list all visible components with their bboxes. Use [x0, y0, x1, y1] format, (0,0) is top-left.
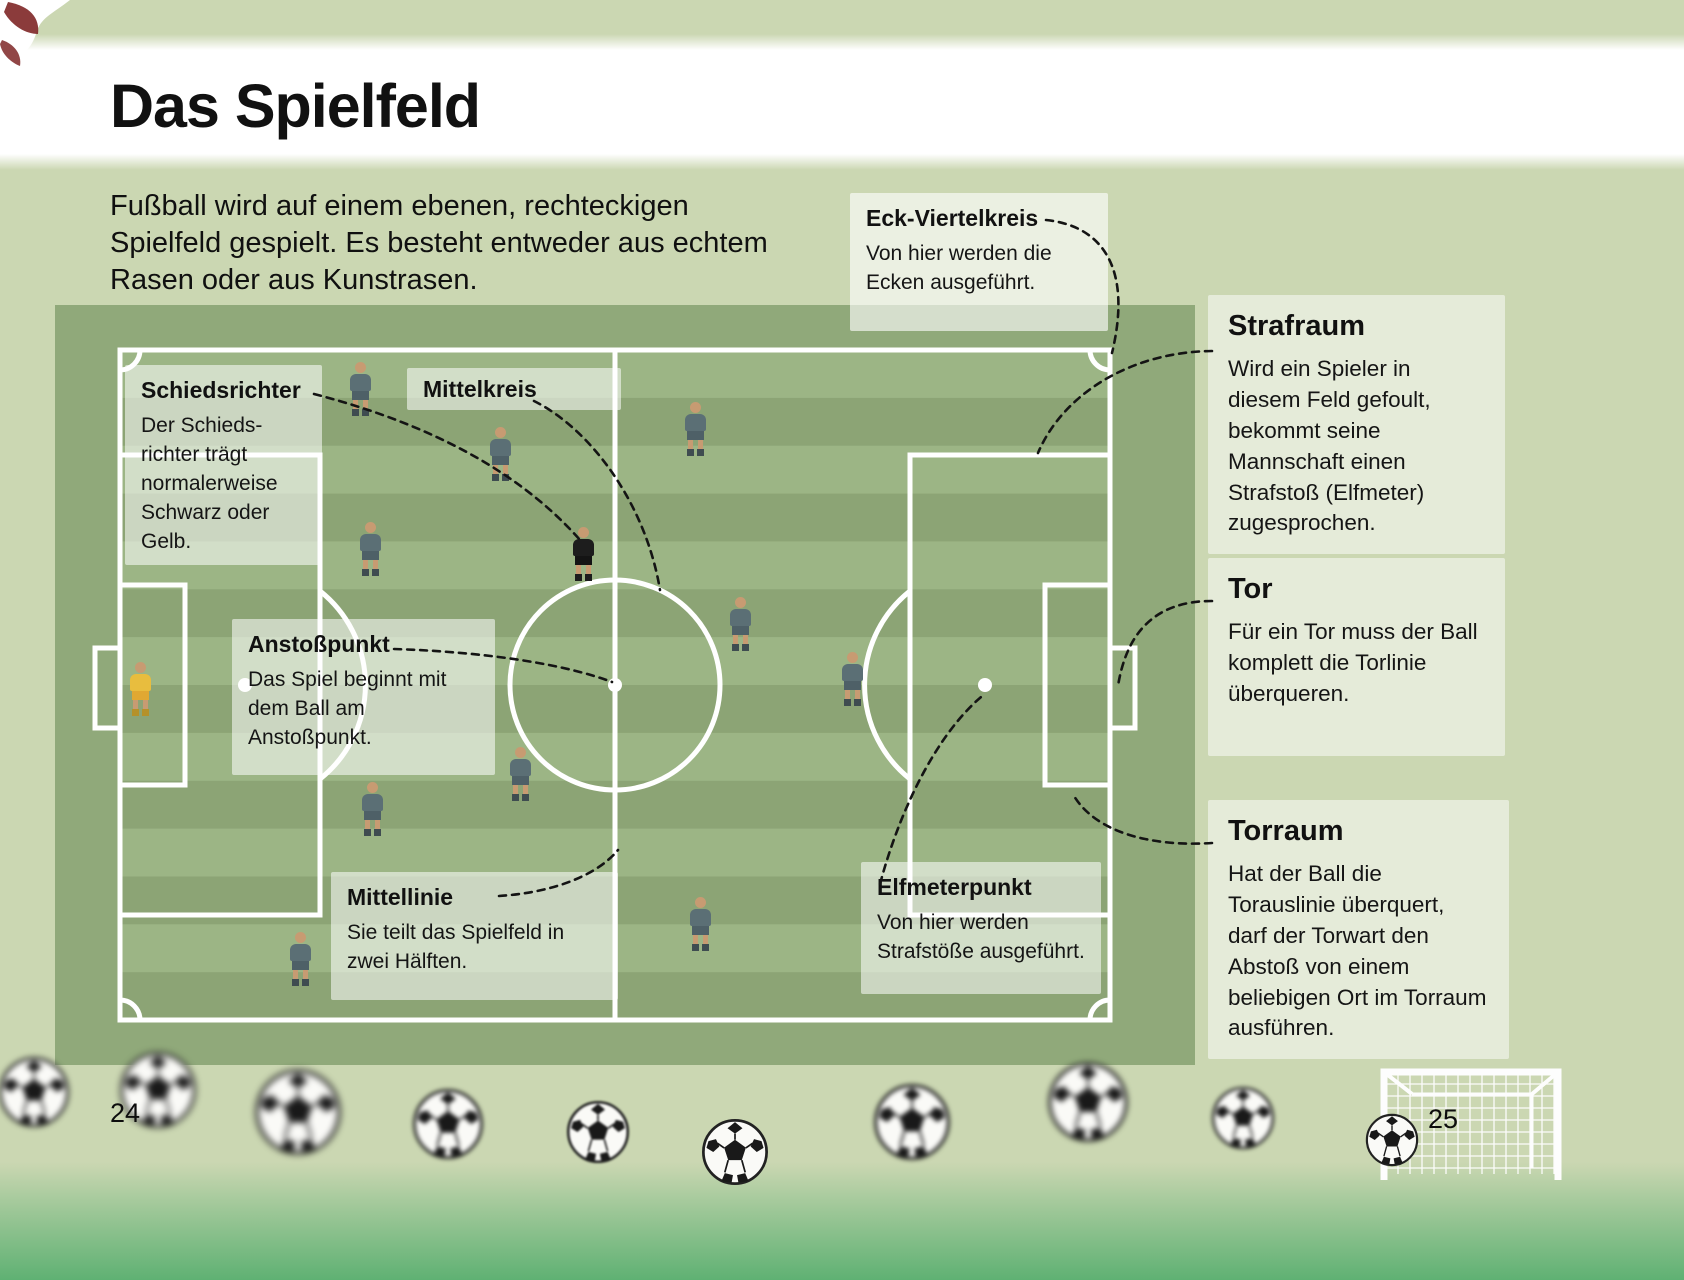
- callout-title: Tor: [1228, 573, 1273, 605]
- callout-title: Strafraum: [1228, 310, 1365, 342]
- callout-body: Für ein Tor muss der Ball komplett die T…: [1228, 619, 1478, 706]
- callout-body: Hat der Ball die Torauslinie überquert, …: [1228, 861, 1487, 1041]
- page-title: Das Spielfeld: [110, 72, 481, 140]
- callout-title: Mittellinie: [347, 884, 454, 910]
- player-figure: [287, 932, 313, 986]
- intro-text: Fußball wird auf einem ebenen, rechtecki…: [110, 190, 768, 296]
- goal-left: [92, 645, 123, 731]
- referee-figure: [570, 527, 596, 581]
- callout-body: Von hier werden die Ecken ausgeführt.: [866, 242, 1052, 295]
- corner-arc-top-left: [119, 349, 143, 373]
- player-figure: [359, 782, 385, 836]
- player-figure: [507, 747, 533, 801]
- corner-arc-bottom-left: [119, 997, 143, 1021]
- callout-body: Der Schieds-richter trägt normalerweise …: [141, 414, 278, 554]
- corner-decoration: [0, 0, 70, 66]
- corner-arc-bottom-right: [1087, 997, 1111, 1021]
- field-illustration: Schiedsrichter Der Schieds-richter trägt…: [55, 305, 1195, 1065]
- soccer-ball-icon: [412, 1088, 484, 1160]
- goal-net-icon: [1380, 1068, 1562, 1180]
- player-figure: [687, 897, 713, 951]
- callout-title: Eck-Viertelkreis: [866, 205, 1039, 231]
- callout-anstosspunkt: Anstoßpunkt Das Spiel beginnt mit dem Ba…: [232, 619, 495, 775]
- callout-strafraum: Strafraum Wird ein Spieler in diesem Fel…: [1208, 295, 1505, 555]
- callout-torraum: Torraum Hat der Ball die Torauslinie übe…: [1208, 800, 1509, 1060]
- callout-body: Sie teilt das Spielfeld in zwei Hälften.: [347, 921, 565, 974]
- player-figure: [727, 597, 753, 651]
- callout-title: Mittelkreis: [423, 376, 537, 402]
- callout-title: Schiedsrichter: [141, 377, 301, 403]
- callout-tor: Tor Für ein Tor muss der Ball komplett d…: [1208, 558, 1505, 756]
- player-figure: [347, 362, 373, 416]
- callout-mittellinie: Mittellinie Sie teilt das Spielfeld in z…: [331, 872, 618, 1000]
- callout-title: Anstoßpunkt: [248, 631, 390, 657]
- soccer-ball-icon: [1047, 1061, 1129, 1143]
- callout-eck-viertelkreis: Eck-Viertelkreis Von hier werden die Eck…: [850, 193, 1108, 331]
- soccer-ball-icon: [1211, 1086, 1275, 1150]
- page-number-left: 24: [110, 1098, 141, 1128]
- penalty-spot-right: [978, 678, 992, 692]
- player-figure: [487, 427, 513, 481]
- callout-mittelkreis: Mittelkreis: [407, 368, 621, 411]
- soccer-ball-icon: [254, 1068, 342, 1156]
- soccer-ball-icon: [0, 1056, 70, 1128]
- callout-body: Das Spiel beginnt mit dem Ball am Anstoß…: [248, 668, 447, 750]
- player-figure: [357, 522, 383, 576]
- player-figure: [682, 402, 708, 456]
- title-band: Das Spielfeld: [0, 34, 1684, 170]
- soccer-ball-icon: [566, 1100, 630, 1164]
- callout-body: Wird ein Spieler in diesem Feld gefoult,…: [1228, 356, 1431, 536]
- soccer-ball-icon: [873, 1083, 951, 1161]
- page-number-right: 25: [1428, 1104, 1459, 1134]
- bottom-gradient: [0, 1162, 1684, 1280]
- callout-elfmeterpunkt: Elfmeterpunkt Von hier werden Strafstöße…: [861, 862, 1101, 994]
- callout-schiedsrichter: Schiedsrichter Der Schieds-richter trägt…: [125, 365, 322, 565]
- goalkeeper-figure: [127, 662, 153, 716]
- player-figure: [839, 652, 865, 706]
- callout-title: Torraum: [1228, 815, 1344, 847]
- callout-body: Von hier werden Strafstöße ausgeführt.: [877, 911, 1085, 964]
- callout-title: Elfmeterpunkt: [877, 874, 1032, 900]
